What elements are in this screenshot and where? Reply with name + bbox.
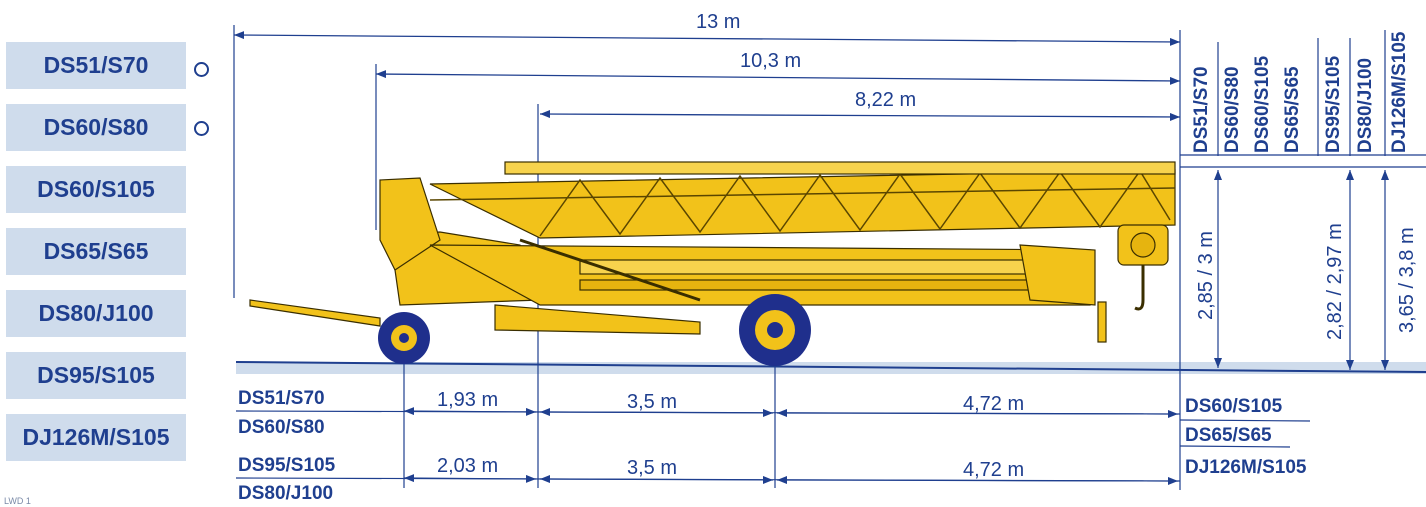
model-label-ds60-s80: DS60/S80 xyxy=(6,104,186,151)
dim-label-13m: 13 m xyxy=(696,11,741,33)
dim-label-8-22m: 8,22 m xyxy=(855,89,917,111)
bottom-model-ds60-s80: DS60/S80 xyxy=(238,417,325,438)
bottom-right-ds60-s105: DS60/S105 xyxy=(1185,396,1283,417)
height-label-1: 2,85 / 3 m xyxy=(1195,231,1217,320)
bottom-model-ds51-s70: DS51/S70 xyxy=(238,388,325,409)
right-model-ds65-s65: DS65/S65 xyxy=(1282,66,1303,153)
model-label-ds51-s70: DS51/S70 xyxy=(6,42,186,89)
bottom-dim-2-03: 2,03 m xyxy=(437,455,499,477)
bottom-dim-3-5-b: 3,5 m xyxy=(627,457,678,479)
height-label-3: 3,65 / 3,8 m xyxy=(1396,227,1418,333)
right-model-ds60-s80: DS60/S80 xyxy=(1222,66,1243,153)
right-model-ds60-s105: DS60/S105 xyxy=(1252,55,1273,153)
bottom-dim-1-93: 1,93 m xyxy=(437,389,499,411)
bottom-dim-4-72-a: 4,72 m xyxy=(963,393,1025,415)
dim-line-8-22m xyxy=(539,110,1181,121)
ground-line xyxy=(235,361,1426,373)
circle-marker-icon xyxy=(194,121,209,136)
bottom-model-ds80-j100: DS80/J100 xyxy=(238,483,334,504)
bottom-dim-3-5-a: 3,5 m xyxy=(627,391,678,413)
model-label-ds80-j100: DS80/J100 xyxy=(6,290,186,337)
bottom-right-ds65-s65: DS65/S65 xyxy=(1185,425,1272,446)
dim-line-10-3m xyxy=(375,70,1181,85)
dim-line-13m xyxy=(233,31,1181,46)
wheel-front xyxy=(378,312,430,364)
model-label-ds60-s105: DS60/S105 xyxy=(6,166,186,213)
dim-label-10-3m: 10,3 m xyxy=(740,50,802,72)
wheel-rear xyxy=(739,294,811,366)
model-label-ds65-s65: DS65/S65 xyxy=(6,228,186,275)
reference-code: LWD 1 xyxy=(4,496,31,506)
bottom-right-dj126m-s105: DJ126M/S105 xyxy=(1185,457,1307,478)
circle-marker-icon xyxy=(194,62,209,77)
bottom-model-ds95-s105: DS95/S105 xyxy=(238,455,336,476)
right-model-ds95-s105: DS95/S105 xyxy=(1323,55,1344,153)
bottom-dim-4-72-b: 4,72 m xyxy=(963,459,1025,481)
height-label-2: 2,82 / 2,97 m xyxy=(1324,223,1346,340)
right-model-ds80-j100: DS80/J100 xyxy=(1355,57,1376,153)
right-model-dj126m-s105: DJ126M/S105 xyxy=(1389,31,1410,153)
crane-body xyxy=(249,161,1176,343)
model-label-dj126m-s105: DJ126M/S105 xyxy=(6,414,186,461)
right-model-ds51-s70: DS51/S70 xyxy=(1191,66,1212,153)
model-label-ds95-s105: DS95/S105 xyxy=(6,352,186,399)
